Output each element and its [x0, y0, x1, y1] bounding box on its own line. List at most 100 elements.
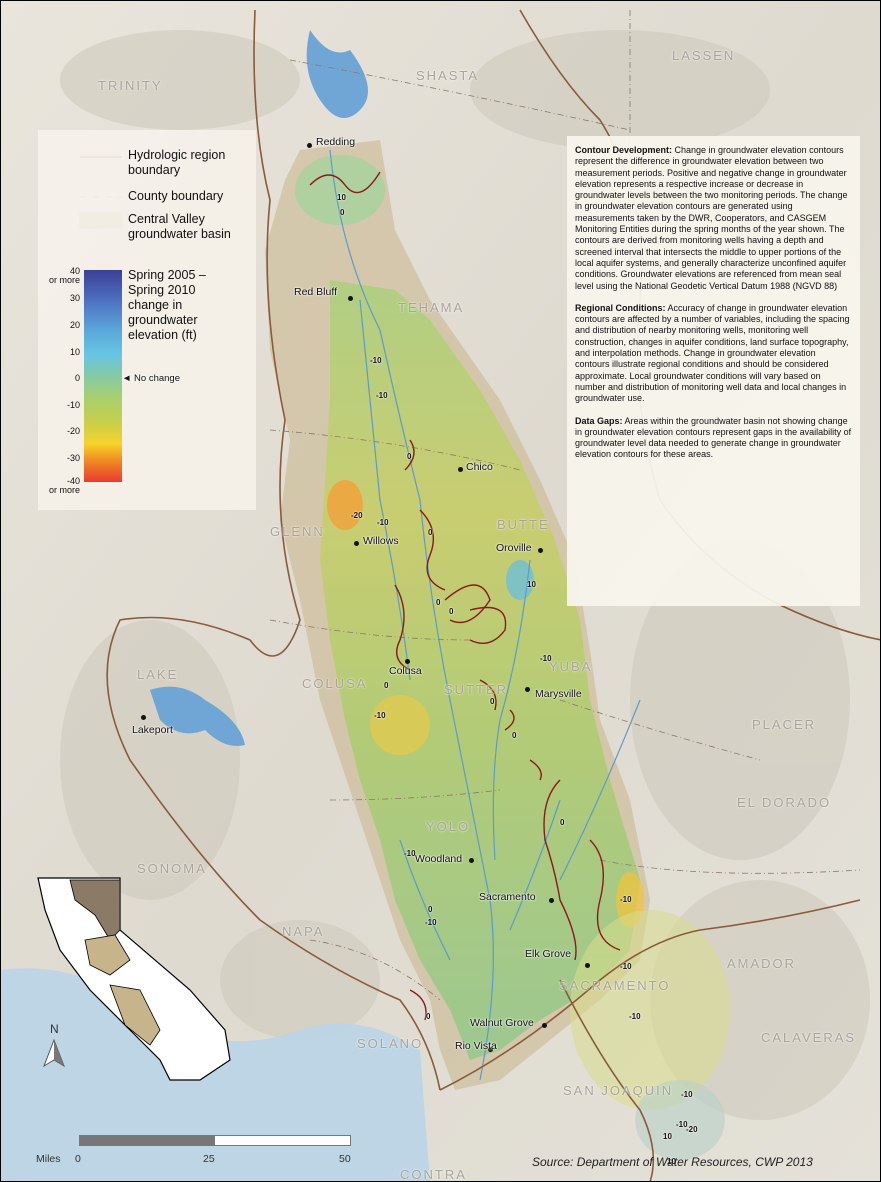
city-label: Rio Vista: [455, 1040, 497, 1052]
scale-bar: [79, 1135, 351, 1146]
county-label: TEHAMA: [398, 300, 465, 315]
ramp-tick: -30: [66, 453, 80, 463]
contour-label: 10: [337, 193, 346, 202]
county-label: AMADOR: [727, 956, 797, 971]
city-label: Colusa: [389, 665, 422, 677]
contour-label: 0: [340, 208, 345, 217]
county-label: BUTTE: [497, 517, 550, 532]
county-label: COLUSA: [302, 676, 368, 691]
city-label: Chico: [466, 461, 493, 473]
ramp-tick: -20: [66, 426, 80, 436]
city-label: Walnut Grove: [470, 1017, 534, 1029]
county-label: NAPA: [282, 924, 325, 939]
ramp-tick: 10: [69, 347, 80, 357]
bay-water: [0, 968, 430, 1182]
ramp-tick: 20: [69, 320, 80, 330]
legend-county-label: County boundary: [128, 189, 224, 203]
contour-label: -10: [376, 391, 388, 400]
county-label: TRINITY: [98, 78, 163, 93]
city-label: Oroville: [496, 542, 532, 554]
shasta-lake: [306, 30, 368, 118]
city-label: Sacramento: [479, 891, 536, 903]
contour-lines: [309, 171, 621, 1021]
note-contour-development: Contour Development: Change in groundwat…: [575, 145, 848, 291]
contour-label: -10: [377, 518, 389, 527]
contour-label: 0: [426, 1012, 431, 1021]
north-label: N: [50, 1022, 59, 1036]
contour-label: -10: [620, 962, 632, 971]
county-label: CALAVERAS: [761, 1030, 857, 1045]
county-label: LAKE: [137, 667, 179, 682]
contour-label: -20: [351, 511, 363, 520]
scale-label: 0: [75, 1153, 81, 1165]
county-label: CONTRA: [400, 1167, 467, 1182]
city-label: Redding: [316, 136, 356, 148]
city-label: Woodland: [415, 853, 463, 865]
contour-label: 10: [667, 1157, 676, 1166]
legend-panel: [38, 130, 256, 510]
contour-label: -10: [681, 1090, 693, 1099]
ramp-tick: -10: [66, 400, 80, 410]
note-data-gaps: Data Gaps: Areas within the groundwater …: [575, 415, 852, 460]
contour-label: -10: [374, 711, 386, 720]
county-label: YUBA: [549, 659, 593, 674]
contour-label: 0: [490, 697, 495, 706]
groundwater-change-surface: [320, 280, 640, 1060]
county-label: GLENN: [270, 524, 325, 539]
county-label: SACRAMENTO: [559, 978, 671, 993]
notes-panel: Contour Development: Change in groundwat…: [567, 136, 860, 606]
county-label: SAN JOAQUIN: [563, 1083, 674, 1098]
contour-label: -10: [425, 918, 437, 927]
contour-label: 0: [384, 681, 389, 690]
county-label: SHASTA: [416, 68, 480, 83]
ramp-title: Spring 2005 – Spring 2010 change in grou…: [128, 268, 206, 342]
county-label: SOLANO: [357, 1036, 424, 1051]
ramp-tick: 30: [69, 293, 80, 303]
city-label: Elk Grove: [525, 948, 572, 960]
rivers: [329, 149, 641, 1081]
scale-label: 25: [203, 1153, 215, 1165]
california-inset: [37, 877, 231, 1081]
contour-label: 0: [407, 452, 412, 461]
county-label: SUTTER: [444, 682, 508, 697]
contour-label: 10: [527, 580, 536, 589]
note-regional-conditions: Regional Conditions: Accuracy of change …: [575, 302, 850, 404]
contour-label: -10: [370, 356, 382, 365]
clear-lake: [150, 686, 245, 746]
north-arrow: [43, 1038, 65, 1068]
legend-basin-label: Central Valley groundwater basin: [128, 212, 231, 241]
source-credit: Source: Department of Water Resources, C…: [532, 1155, 813, 1169]
legend-hydro-label: Hydrologic region boundary: [128, 148, 226, 177]
contour-label: -10: [629, 1012, 641, 1021]
contour-label: 0: [436, 598, 441, 607]
contour-label: -10: [676, 1120, 688, 1129]
contour-label: 0: [512, 731, 517, 740]
county-label: LASSEN: [672, 48, 736, 63]
city-label: Lakeport: [132, 724, 173, 736]
city-label: Red Bluff: [294, 286, 337, 298]
contour-label: -10: [540, 654, 552, 663]
no-change-label: ◄ No change: [122, 373, 180, 384]
color-ramp: [84, 270, 122, 482]
contour-label: 0: [428, 905, 433, 914]
city-label: Marysville: [535, 688, 582, 700]
scale-unit: Miles: [36, 1153, 61, 1165]
contour-label: 0: [428, 528, 433, 537]
contour-label: 10: [663, 1132, 672, 1141]
county-label: EL DORADO: [737, 795, 832, 810]
contour-label: -10: [404, 849, 416, 858]
contour-label: 0: [449, 607, 454, 616]
county-label: YOLO: [426, 819, 471, 834]
city-label: Willows: [363, 535, 399, 547]
ramp-tick: 0: [74, 373, 80, 383]
contour-label: 0: [560, 818, 565, 827]
county-boundaries: [269, 10, 861, 1001]
county-label: SONOMA: [137, 861, 207, 876]
contour-label: -10: [620, 895, 632, 904]
contour-label: -20: [686, 1125, 698, 1134]
scale-label: 50: [339, 1153, 351, 1165]
county-label: PLACER: [752, 717, 817, 732]
